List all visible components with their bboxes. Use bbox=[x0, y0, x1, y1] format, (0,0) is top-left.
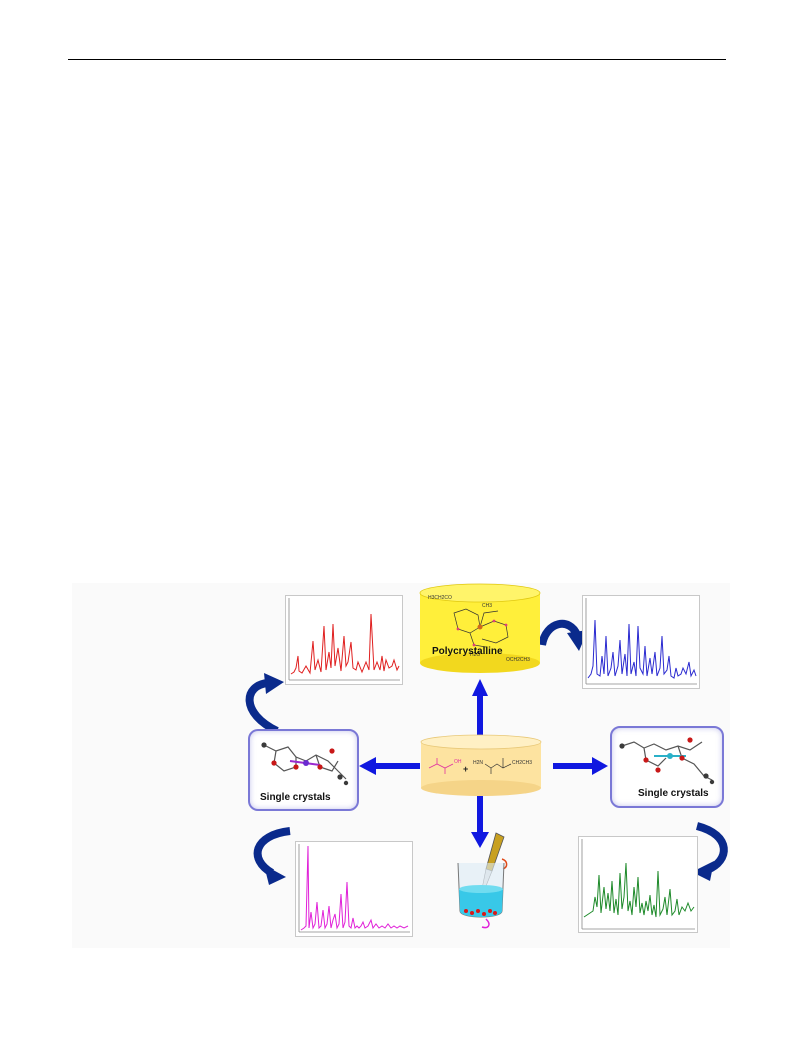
molecular-structure-left bbox=[261, 742, 349, 786]
metal-atom-icon bbox=[303, 760, 309, 766]
ethyl-label: CH2CH3 bbox=[512, 760, 532, 766]
metal-atom-icon-right bbox=[667, 753, 673, 759]
beaker-icon bbox=[457, 832, 508, 929]
formula-ester-top: H3CH2CO bbox=[428, 595, 452, 601]
arrow-up bbox=[472, 679, 488, 735]
single-crystals-box-right: Single crystals bbox=[610, 726, 724, 808]
pyruvate-structure bbox=[428, 758, 454, 774]
arrow-left bbox=[359, 757, 420, 775]
single-crystals-label-right: Single crystals bbox=[638, 788, 709, 799]
formula-water: H2O bbox=[470, 652, 480, 658]
cylinder-shape-yellow: H3CH2CO CH3 H2O OCH2CH3 bbox=[419, 583, 541, 673]
single-crystals-box-left: Single crystals bbox=[248, 729, 359, 811]
hydrazine-label: H2N bbox=[473, 760, 483, 766]
xrd-pattern-top-left bbox=[285, 595, 403, 685]
xrd-pattern-bottom-right bbox=[578, 836, 698, 933]
reagent-cylinder: OH + H2N CH2CH3 bbox=[419, 734, 543, 798]
xrd-pattern-top-right bbox=[582, 595, 700, 689]
graphical-abstract-figure: H3CH2CO CH3 H2O OCH2CH3 Polycrystalline … bbox=[72, 583, 730, 948]
beaker-illustration bbox=[448, 831, 518, 931]
red-atoms bbox=[456, 619, 508, 647]
xrd-trace-green bbox=[581, 839, 695, 930]
arrow-right bbox=[553, 757, 608, 775]
xrd-trace-blue bbox=[585, 598, 697, 685]
header-rule bbox=[68, 59, 726, 60]
polycrystalline-cylinder: H3CH2CO CH3 H2O OCH2CH3 Polycrystalline bbox=[418, 583, 542, 675]
carbazate-structure bbox=[484, 758, 512, 774]
molecular-structure-right bbox=[619, 737, 715, 785]
xrd-pattern-bottom-left bbox=[295, 841, 413, 937]
cylinder-shape-peach: OH + H2N CH2CH3 bbox=[420, 734, 542, 796]
arrow-down bbox=[471, 796, 489, 848]
formula-methyl: CH3 bbox=[482, 603, 492, 609]
polycrystalline-label: Polycrystalline bbox=[432, 646, 503, 657]
single-crystals-label-left: Single crystals bbox=[260, 792, 331, 803]
xrd-trace-magenta bbox=[298, 844, 410, 933]
svg-text:OH: OH bbox=[454, 759, 462, 765]
metal-center-icon bbox=[477, 624, 483, 630]
xrd-trace-red bbox=[288, 598, 400, 681]
curved-arrow-lower-right bbox=[692, 822, 728, 881]
plus-sign: + bbox=[463, 764, 468, 774]
formula-ester-bottom: OCH2CH3 bbox=[506, 657, 530, 663]
curved-arrow-lower-left bbox=[253, 827, 291, 885]
curved-arrow-upper-left bbox=[245, 673, 284, 735]
arrows-layer bbox=[245, 619, 728, 885]
